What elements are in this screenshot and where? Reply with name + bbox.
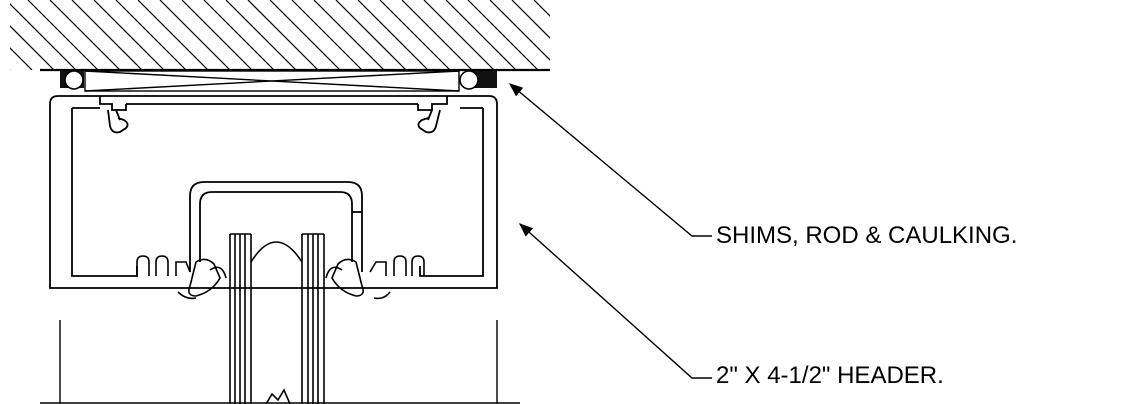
structure-hatch [10,0,550,70]
shim [84,70,460,92]
header-extrusion [49,95,498,289]
glazing-pocket [189,181,363,272]
callout-header-size: 2" X 4-1/2" HEADER. [716,362,944,389]
backer-rod-right [459,70,479,90]
leader-shims [508,83,712,237]
backer-rod-left [64,70,84,90]
jamb-lines [40,320,520,404]
glass-panel [229,233,325,404]
callout-shims-rod-caulking: SHIMS, ROD & CAULKING. [716,222,1018,249]
leader-header [518,223,712,379]
gasket-clips [136,255,425,300]
